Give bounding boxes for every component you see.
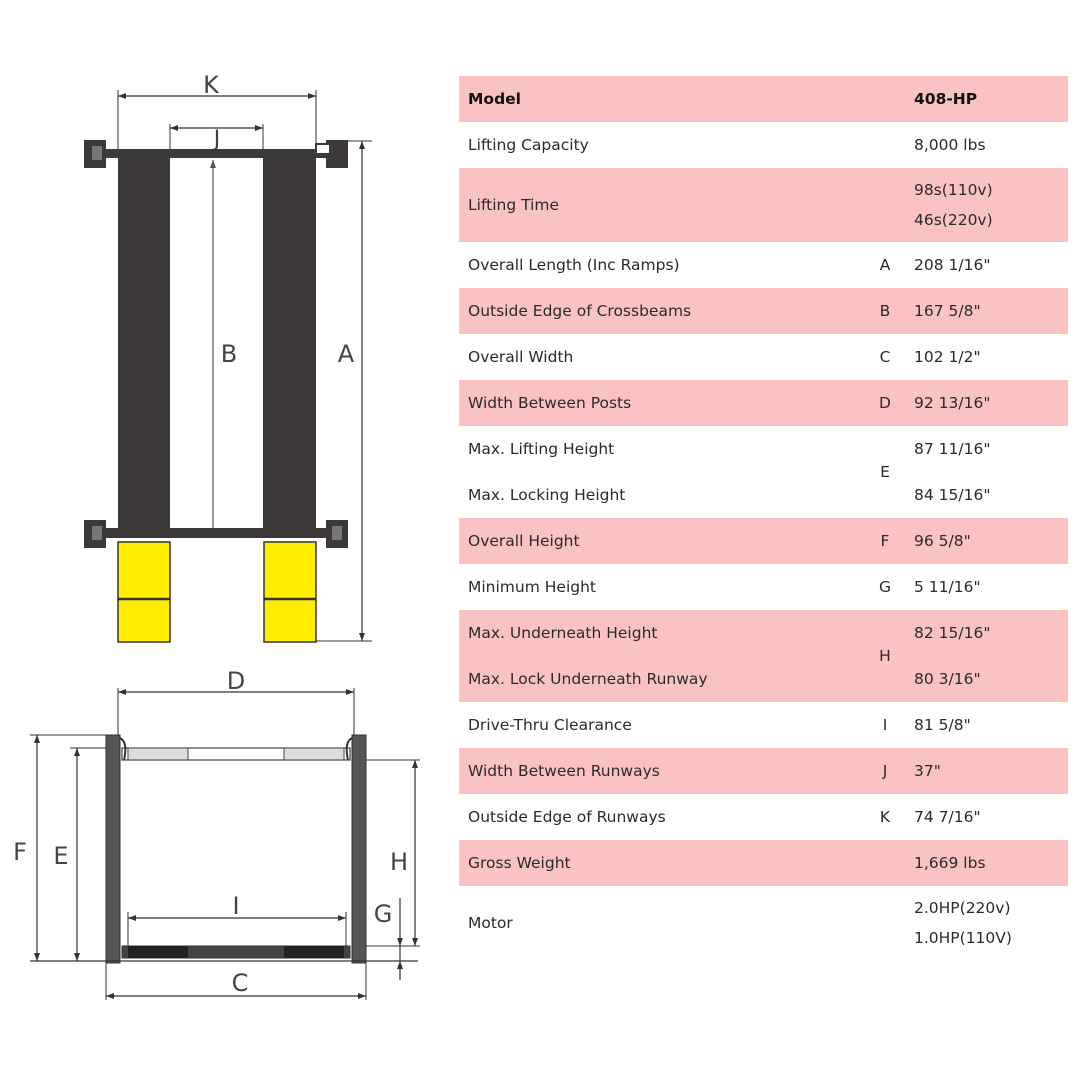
- table-row: Width Between Posts D 92 13/16": [459, 380, 1068, 426]
- row-label: Overall Length (Inc Ramps): [468, 256, 680, 274]
- row-code: K: [879, 808, 891, 826]
- row-code: F: [856, 518, 914, 564]
- bottom-crossbeam: [96, 528, 336, 538]
- table-row: Overall Length (Inc Ramps) A 208 1/16": [459, 242, 1068, 288]
- right-post: [351, 734, 367, 964]
- table-row: Motor 2.0HP(220v) 1.0HP(110V): [459, 886, 1068, 960]
- row-code: J: [856, 748, 914, 794]
- table-row: Gross Weight 1,669 lbs: [459, 840, 1068, 886]
- row-value: 167 5/8": [914, 288, 1068, 334]
- table-row: Minimum Height G 5 11/16": [459, 564, 1068, 610]
- row-label: Lifting Capacity: [468, 136, 589, 154]
- row-code: D: [856, 380, 914, 426]
- row-value: 208 1/16": [914, 256, 991, 274]
- row-value: 102 1/2": [914, 348, 981, 366]
- label-j: J: [212, 127, 221, 152]
- row-label: Overall Width: [468, 348, 574, 366]
- left-ramp: [117, 541, 171, 643]
- row-label: Minimum Height: [468, 578, 596, 596]
- row-code: C: [879, 348, 891, 366]
- left-post: [105, 734, 121, 964]
- row-label: Max. Lock Underneath Runway: [468, 670, 708, 688]
- row-label: Outside Edge of Crossbeams: [459, 288, 856, 334]
- label-a: A: [338, 340, 355, 368]
- row-label: Overall Height: [459, 518, 856, 564]
- front-view: D I F E: [13, 667, 420, 1000]
- row-code: I: [882, 716, 888, 734]
- row-code: A: [879, 256, 891, 274]
- label-d: D: [227, 667, 245, 695]
- header-label: Model: [459, 76, 856, 122]
- table-row: Lifting Time 98s(110v) 46s(220v): [459, 168, 1068, 242]
- row-value: 5 11/16": [914, 578, 981, 596]
- table-row: Lifting Capacity 8,000 lbs: [459, 122, 1068, 168]
- table-row: Overall Width C 102 1/2": [459, 334, 1068, 380]
- row-label: Max. Lifting Height: [468, 440, 615, 458]
- label-k: K: [203, 71, 220, 99]
- row-value: 2.0HP(220v): [914, 899, 1011, 917]
- table-row: Max. Lifting Height Max. Locking Height …: [459, 426, 1068, 518]
- row-value: 96 5/8": [914, 518, 1068, 564]
- row-value: 84 15/16": [914, 486, 991, 504]
- table-row: Drive-Thru Clearance I 81 5/8": [459, 702, 1068, 748]
- label-c: C: [232, 969, 249, 997]
- row-value: 8,000 lbs: [914, 136, 986, 154]
- row-code: H: [856, 610, 914, 702]
- row-label: Max. Underneath Height: [468, 624, 658, 642]
- row-value: 37": [914, 748, 1068, 794]
- row-value: 81 5/8": [914, 716, 971, 734]
- right-runway: [263, 154, 316, 538]
- row-code: E: [880, 463, 890, 481]
- right-ramp: [263, 541, 317, 643]
- row-label: Outside Edge of Runways: [468, 808, 666, 826]
- table-row: Outside Edge of Crossbeams B 167 5/8": [459, 288, 1068, 334]
- lift-dimension-diagram: K J B: [13, 71, 420, 1000]
- label-g: G: [374, 900, 393, 928]
- table-row: Width Between Runways J 37": [459, 748, 1068, 794]
- row-label: Max. Locking Height: [468, 486, 626, 504]
- row-value: 92 13/16": [914, 380, 1068, 426]
- row-label: Width Between Posts: [459, 380, 856, 426]
- label-e: E: [53, 842, 68, 870]
- row-code: [856, 886, 914, 960]
- row-label: Width Between Runways: [459, 748, 856, 794]
- row-value: 74 7/16": [914, 808, 981, 826]
- row-value: 1,669 lbs: [914, 840, 1068, 886]
- row-value: 46s(220v): [914, 211, 993, 229]
- top-crossbeam: [96, 149, 336, 158]
- table-row: Outside Edge of Runways K 74 7/16": [459, 794, 1068, 840]
- table-row: Overall Height F 96 5/8": [459, 518, 1068, 564]
- header-model: 408-HP: [914, 76, 1068, 122]
- top-view: K J B: [84, 71, 372, 643]
- left-runway: [118, 154, 170, 538]
- row-label: Drive-Thru Clearance: [468, 716, 632, 734]
- row-label: Motor: [468, 914, 513, 932]
- row-code: [856, 122, 914, 168]
- row-value: 82 15/16": [914, 624, 991, 642]
- label-b: B: [221, 340, 237, 368]
- table-header-row: Model 408-HP: [459, 76, 1068, 122]
- row-label: Lifting Time: [459, 168, 856, 242]
- row-value: 1.0HP(110V): [914, 929, 1012, 947]
- row-label: Gross Weight: [459, 840, 856, 886]
- row-value: 98s(110v): [914, 181, 993, 199]
- row-code: [856, 168, 914, 242]
- table-row: Max. Underneath Height Max. Lock Underne…: [459, 610, 1068, 702]
- label-i: I: [232, 892, 239, 920]
- spec-table: Model 408-HP Lifting Capacity 8,000 lbs …: [459, 76, 1068, 960]
- row-value: 80 3/16": [914, 670, 981, 688]
- label-f: F: [13, 838, 27, 866]
- row-code: [856, 840, 914, 886]
- label-h: H: [390, 848, 408, 876]
- row-value: 87 11/16": [914, 440, 991, 458]
- row-code: B: [856, 288, 914, 334]
- row-code: G: [878, 578, 891, 596]
